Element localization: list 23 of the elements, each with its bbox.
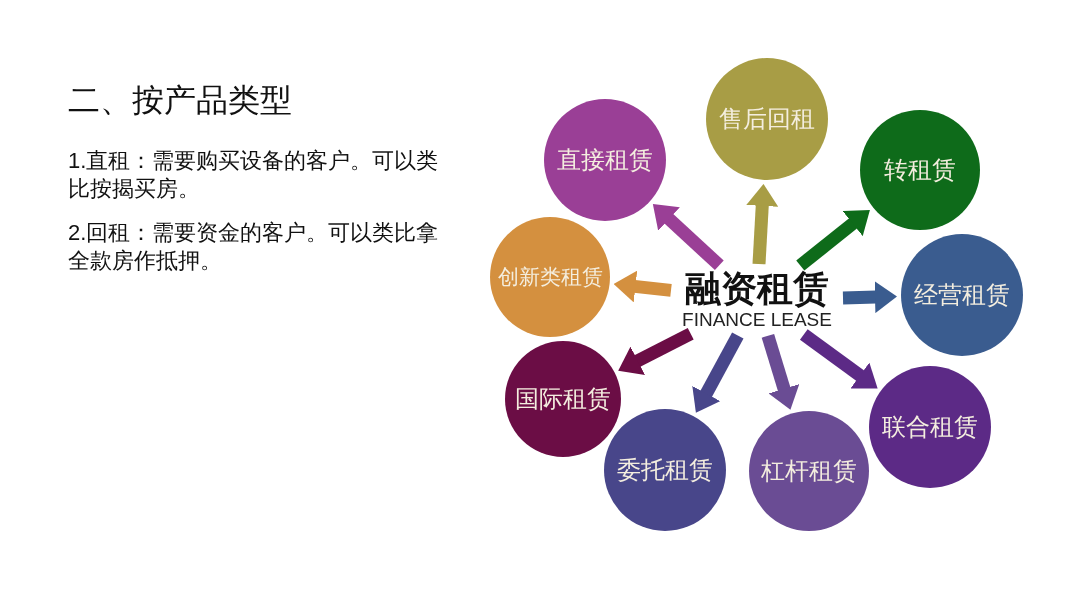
hub-heading: 融资租赁 [685,269,829,309]
circle-label: 杠杆租赁 [761,456,857,486]
circle-label: 转租赁 [884,155,956,185]
circle-label: 经营租赁 [914,280,1010,310]
body-text: 2.回租：需要资金的客户。可以类比拿全款房作抵押。 [68,219,440,275]
hub-subheading: FINANCE LEASE [682,309,832,331]
body-text: 1.直租：需要购买设备的客户。可以类比按揭买房。 [68,147,440,203]
arrow [692,332,744,413]
arrow [613,270,672,303]
arrow [618,328,694,376]
circle-label: 国际租赁 [515,384,611,414]
arrow [842,281,897,314]
circle-label: 直接租赁 [557,145,653,175]
circle-label: 创新类租赁 [497,263,603,290]
circle-label: 委托租赁 [617,455,713,485]
circle-label: 联合租赁 [882,412,978,442]
circle-label: 售后回租 [719,104,815,134]
arrow [761,333,800,410]
arrow [796,209,870,271]
arrow [746,183,779,265]
arrow [799,329,878,389]
arrow [652,204,724,271]
slide-title: 二、按产品类型 [68,81,292,120]
